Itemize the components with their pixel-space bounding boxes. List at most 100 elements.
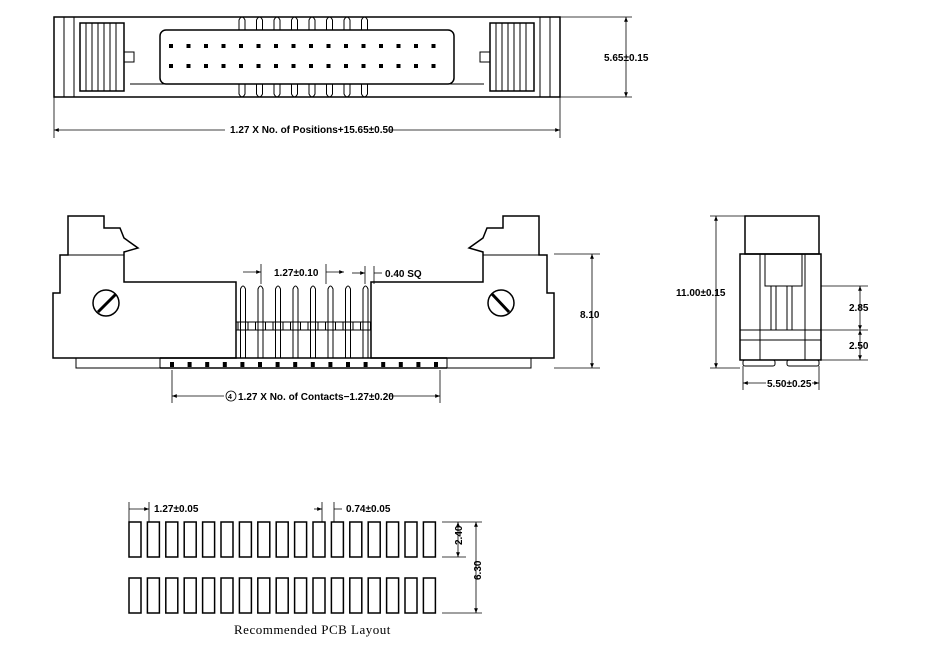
contacts-symbol-digit: 4	[228, 394, 232, 401]
front-pin-collar	[325, 321, 336, 331]
side-view-foot-right	[786, 359, 820, 367]
front-pin	[240, 285, 246, 358]
pcb-pad	[220, 521, 234, 558]
bottom-contact-bump	[361, 84, 368, 98]
pcb-pad	[349, 577, 363, 614]
pcb-pad	[385, 577, 400, 614]
top-pin	[221, 44, 226, 48]
bottom-contact-bump	[238, 84, 246, 98]
pcb-pad-length-label: 2.40	[454, 525, 465, 545]
top-pin	[204, 64, 208, 68]
pcb-pad	[367, 577, 381, 614]
front-solder-tail	[240, 362, 245, 367]
pcb-pad	[293, 521, 308, 558]
top-pin	[239, 64, 243, 68]
pcb-pad	[422, 521, 437, 558]
front-pin-collar	[342, 321, 354, 331]
left-latch-top	[79, 22, 125, 92]
front-solder-tail	[346, 362, 350, 367]
front-solder-tail	[416, 362, 421, 367]
bottom-contact-bump	[343, 84, 351, 98]
side-lower-label: 2.50	[849, 341, 869, 352]
front-solder-tail	[363, 362, 368, 367]
front-solder-tail	[187, 362, 192, 367]
top-pin	[309, 44, 313, 48]
top-pin	[396, 44, 401, 48]
pcb-pad	[201, 521, 216, 558]
side-view-latch	[744, 215, 820, 255]
front-pin-collar	[290, 321, 301, 331]
top-contact-bump	[273, 16, 281, 30]
left-screw-head	[92, 289, 120, 317]
top-pin	[326, 64, 331, 68]
pcb-pad-width-label: 0.74±0.05	[346, 504, 391, 515]
pcb-pad	[275, 521, 289, 558]
top-contact-bump	[326, 16, 333, 30]
pcb-pad	[165, 521, 179, 558]
top-pin	[256, 44, 261, 48]
front-pin	[310, 285, 316, 358]
bottom-contact-bump	[326, 84, 333, 98]
pcb-pad-row-bottom	[128, 577, 437, 614]
front-solder-tail	[222, 362, 227, 367]
top-contact-bumps	[238, 16, 368, 98]
top-view-width-label: 1.27 X No. of Positions+15.65±0.50	[230, 125, 394, 136]
top-pin	[361, 44, 366, 48]
side-width-label: 5.50±0.25	[767, 379, 812, 390]
side-view-foot-left	[742, 359, 776, 367]
front-pin	[275, 285, 281, 358]
pcb-pad	[330, 577, 345, 614]
top-pin	[414, 44, 418, 48]
pcb-pad	[220, 577, 234, 614]
front-view-left-body	[52, 215, 237, 359]
pin-size-label: 0.40 SQ	[385, 269, 422, 280]
pcb-pad	[183, 521, 197, 558]
top-pin	[204, 44, 208, 48]
front-view-right-foot	[446, 357, 554, 369]
front-solder-tail	[275, 362, 280, 367]
bottom-contact-bump	[308, 84, 316, 98]
top-view	[53, 16, 561, 98]
right-latch-ribs	[495, 23, 527, 91]
top-pin	[169, 64, 173, 68]
pcb-pad	[128, 521, 142, 558]
front-solder-tails	[170, 362, 438, 367]
front-pin	[292, 285, 299, 358]
pcb-pad	[385, 521, 400, 558]
pcb-pad	[312, 521, 326, 558]
front-height-label: 8.10	[580, 310, 600, 321]
top-pin	[344, 64, 348, 68]
front-pin-collar	[360, 321, 371, 331]
contacts-symbol-circle	[225, 390, 237, 402]
front-solder-tail	[398, 362, 403, 367]
top-pin	[239, 44, 243, 48]
bottom-contact-bump	[291, 84, 298, 98]
front-view-left-foot	[53, 357, 161, 369]
top-pin	[291, 64, 296, 68]
pcb-pad	[404, 521, 418, 558]
pcb-pad	[146, 521, 161, 558]
bottom-contact-bump	[256, 84, 263, 98]
top-pin	[344, 44, 348, 48]
right-latch-top	[489, 22, 535, 92]
pitch-label: 1.27±0.10	[274, 268, 319, 279]
front-solder-tail	[293, 362, 298, 367]
top-pin	[169, 44, 173, 48]
front-pin	[327, 285, 334, 358]
top-contact-bump	[361, 16, 368, 30]
pcb-pad	[404, 577, 418, 614]
left-latch-tab	[123, 51, 135, 63]
pcb-pad	[422, 577, 437, 614]
left-latch-ribs	[85, 23, 117, 91]
top-pin	[186, 64, 191, 68]
pcb-pad	[128, 577, 142, 614]
top-pin-grid	[169, 44, 436, 68]
pcb-pad	[146, 577, 161, 614]
side-view	[739, 215, 822, 367]
top-pin	[379, 44, 383, 48]
front-solder-tail	[328, 362, 333, 367]
front-pin-collar	[237, 321, 249, 331]
top-pin	[274, 64, 278, 68]
front-solder-tail	[170, 362, 174, 367]
